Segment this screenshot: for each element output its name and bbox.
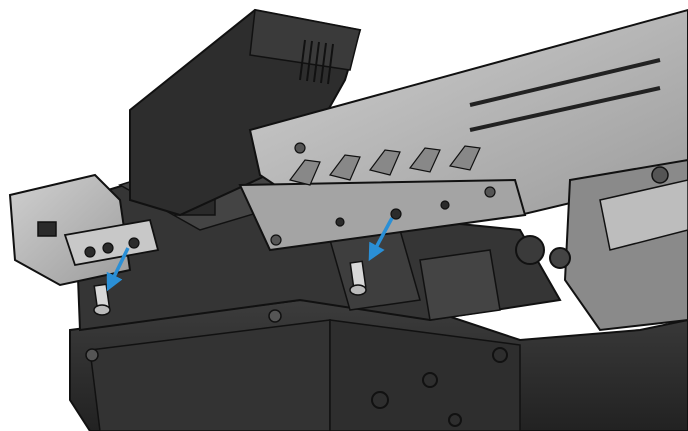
- bracket-front-lip: [238, 178, 527, 252]
- left-screw-arrow: [106, 247, 130, 292]
- bracket-screw: [294, 142, 306, 154]
- left-bracket-hole: [84, 246, 96, 258]
- left-mounting-plate: [8, 173, 160, 287]
- bracket-tabs: [288, 145, 481, 186]
- screw-center: [349, 260, 367, 296]
- right-pivot: [651, 166, 669, 184]
- bracket-screw: [270, 234, 282, 246]
- top-cover: [129, 8, 362, 217]
- housing-hole: [492, 347, 508, 363]
- removal-arrows: [106, 217, 394, 292]
- bracket-slot: [469, 58, 661, 107]
- housing-front-face: [89, 319, 331, 431]
- vent-grille: [299, 39, 334, 85]
- bracket-screw: [484, 186, 496, 198]
- bracket-slot: [469, 86, 661, 132]
- housing-screw: [268, 309, 282, 323]
- lower-housing: [69, 298, 688, 431]
- bracket-hole: [440, 200, 450, 210]
- right-gear: [515, 235, 545, 265]
- screw-left-head: [93, 304, 111, 316]
- housing-hole: [422, 372, 438, 388]
- left-bracket-hole: [102, 242, 114, 254]
- right-mechanism: [515, 158, 688, 332]
- duct-right: [419, 249, 501, 321]
- center-screw-arrow: [368, 217, 394, 262]
- screw-center-head: [349, 284, 367, 296]
- right-arm: [599, 179, 688, 251]
- metal-bracket: [238, 8, 688, 252]
- bracket-hole: [335, 217, 345, 227]
- right-gear: [549, 247, 571, 269]
- bracket-hole: [390, 208, 402, 220]
- housing-hole: [448, 413, 462, 427]
- housing-screw: [85, 348, 99, 362]
- housing-hole: [371, 391, 389, 409]
- left-bracket-hole: [128, 237, 140, 249]
- left-plate-slot: [37, 221, 57, 237]
- screw-left: [93, 283, 111, 316]
